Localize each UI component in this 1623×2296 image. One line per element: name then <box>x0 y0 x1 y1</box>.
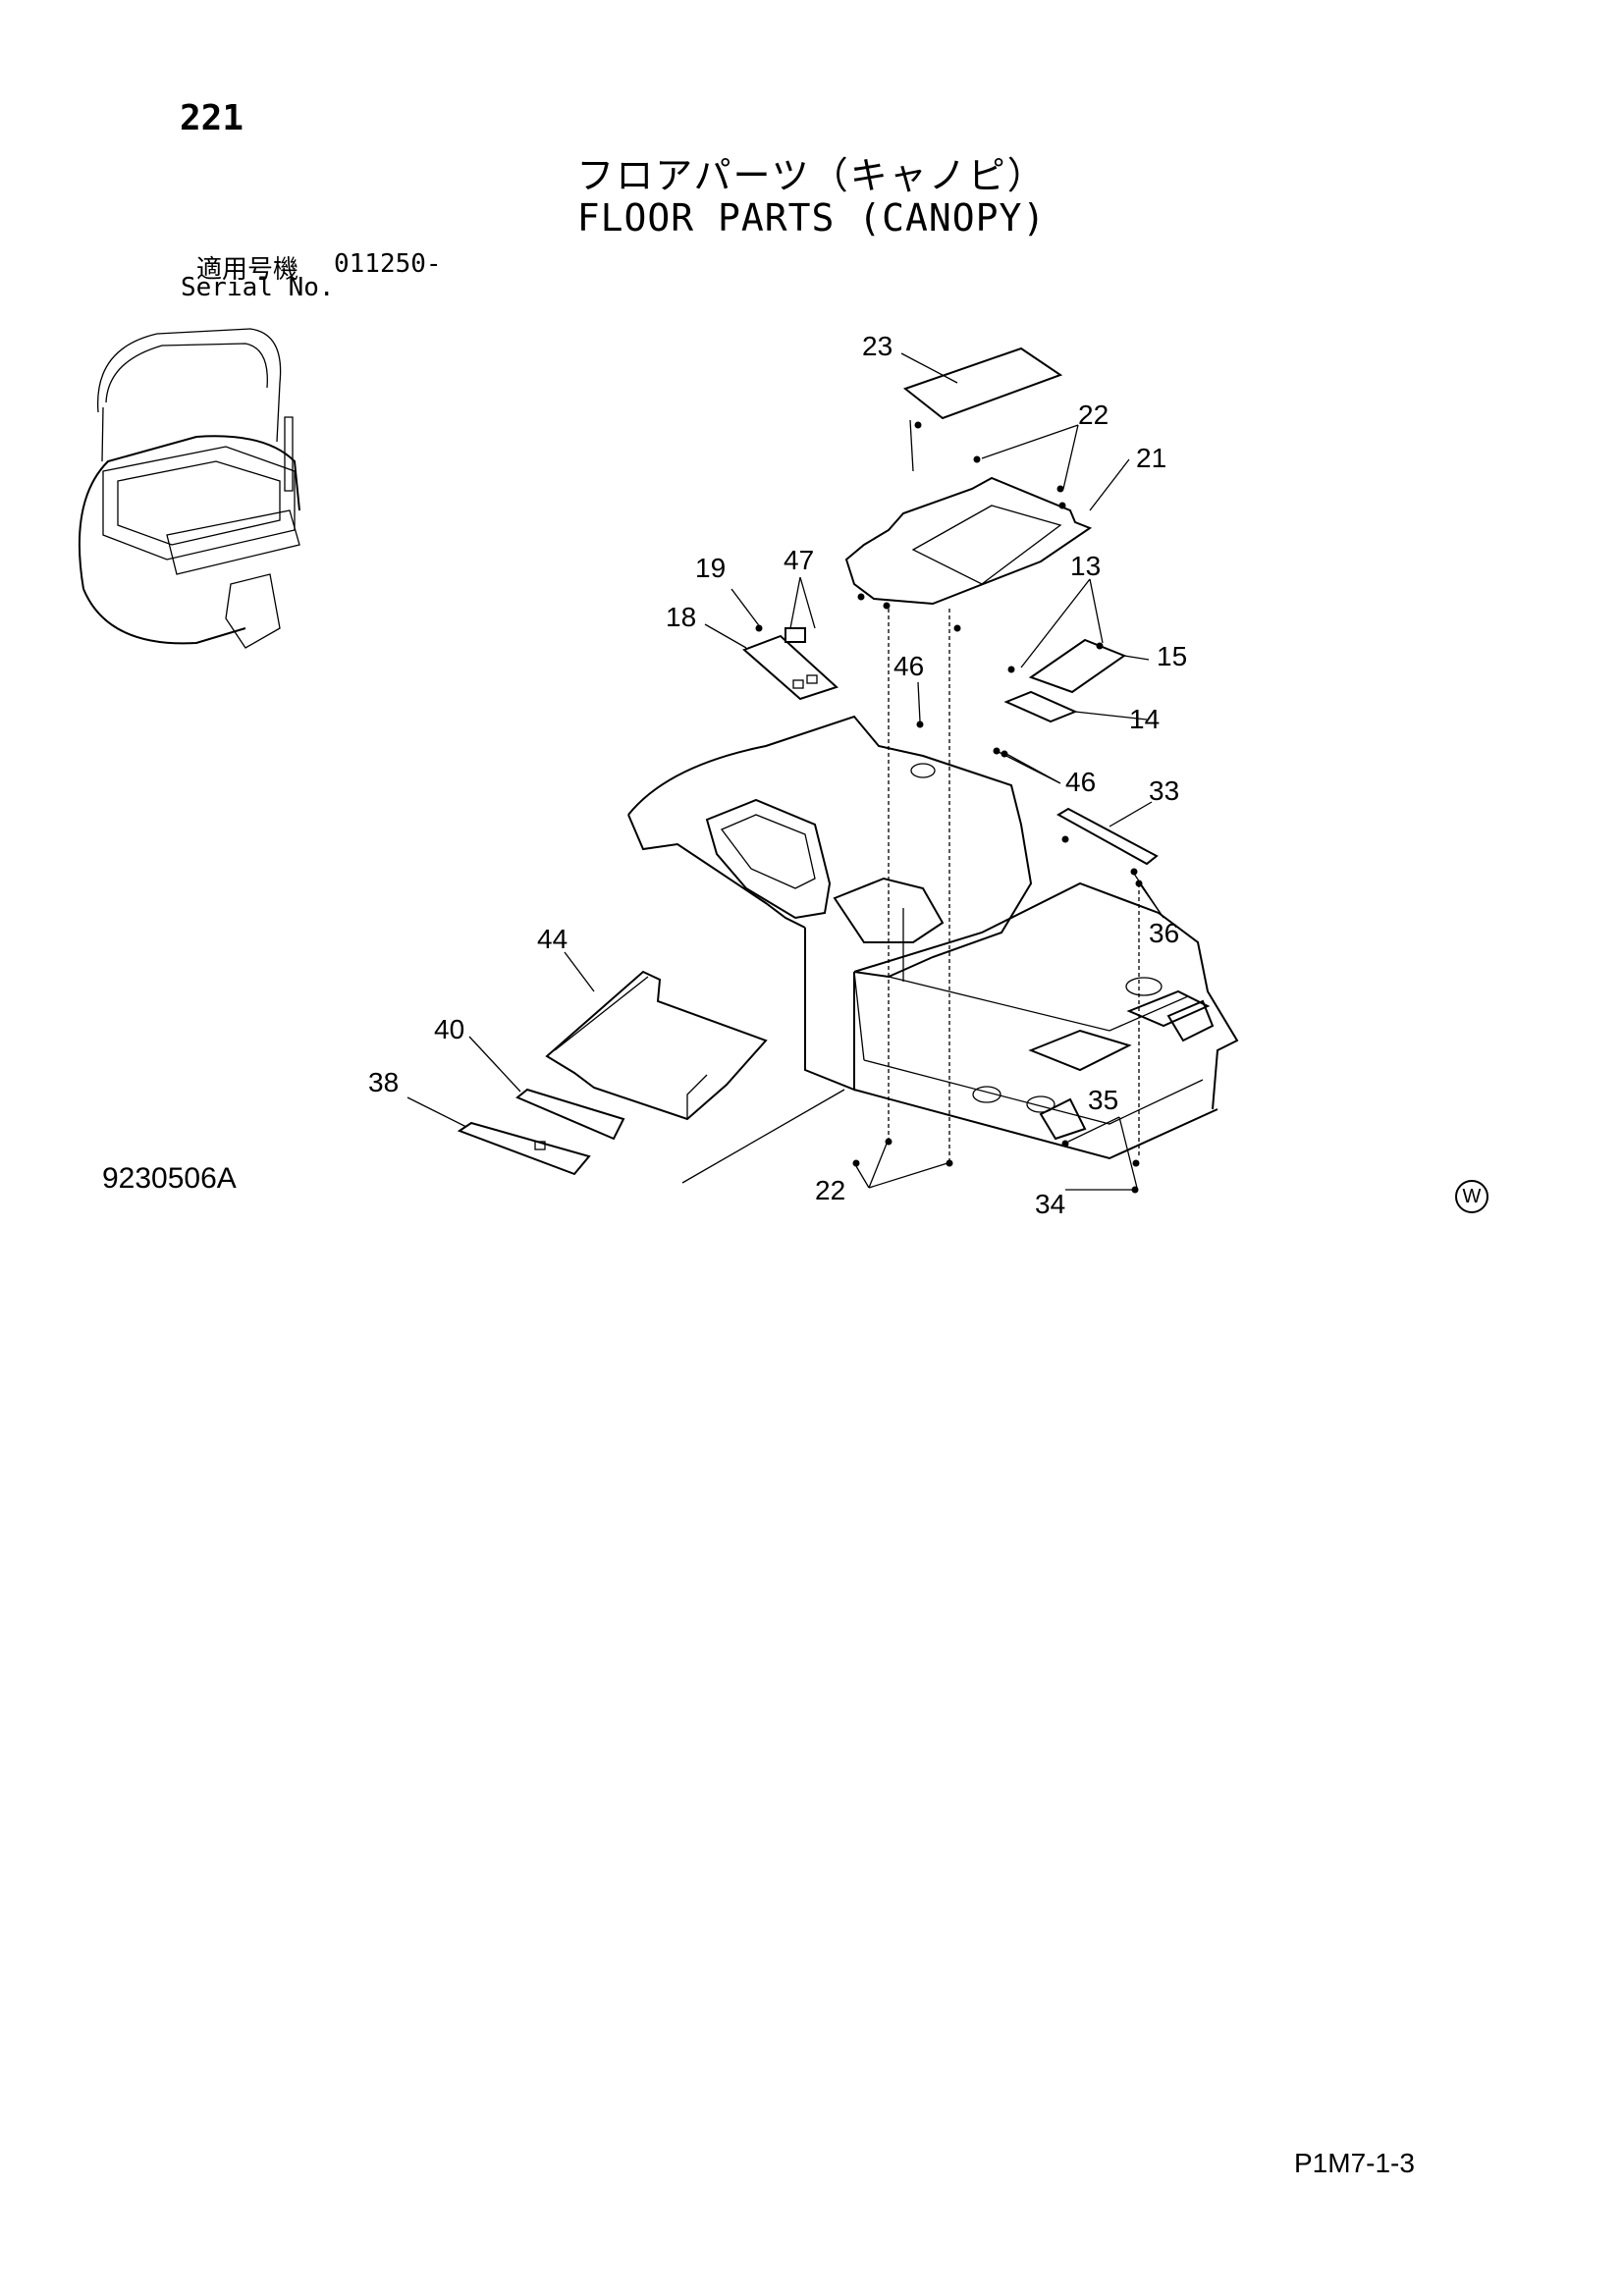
callout-47: 47 <box>784 545 814 575</box>
w-circle-mark: W <box>1455 1180 1488 1213</box>
callout-15: 15 <box>1157 641 1187 671</box>
callout-44: 44 <box>537 924 568 954</box>
callout-34: 34 <box>1035 1189 1065 1219</box>
callout-19: 19 <box>695 553 726 583</box>
part-33-strip <box>1056 807 1159 866</box>
exploded-parts-diagram: 23 22 21 19 47 18 13 46 15 14 46 33 36 4… <box>78 328 1239 1219</box>
part-21-floor-plate <box>844 476 1093 606</box>
callout-18: 18 <box>666 602 696 632</box>
part-47-small-pad <box>784 627 806 643</box>
callout-13: 13 <box>1070 551 1101 581</box>
callout-36: 36 <box>1149 918 1179 948</box>
part-40-strip <box>515 1088 625 1141</box>
part-23-cover-plate <box>902 347 1063 420</box>
callout-14: 14 <box>1129 704 1160 734</box>
callout-35: 35 <box>1088 1085 1118 1115</box>
page-number: 221 <box>180 98 244 138</box>
page-title-english: FLOOR PARTS (CANOPY) <box>576 196 1047 240</box>
callout-21: 21 <box>1136 443 1166 473</box>
callout-22-bottom: 22 <box>815 1175 845 1205</box>
page-title-japanese: フロアパーツ（キャノピ） <box>576 154 1047 197</box>
page-reference: P1M7-1-3 <box>1294 2148 1415 2178</box>
diagram-code: 9230506A <box>102 1162 237 1195</box>
callout-40: 40 <box>434 1014 464 1044</box>
callout-38: 38 <box>368 1067 399 1097</box>
callout-22-top: 22 <box>1078 400 1109 430</box>
fastener-dots <box>755 421 1143 1194</box>
part-44-bracket <box>545 970 768 1121</box>
serial-number-value: 011250- <box>334 249 442 279</box>
callout-46-lower: 46 <box>1065 767 1096 797</box>
callout-23: 23 <box>862 331 893 361</box>
part-38-strip <box>457 1121 591 1176</box>
serial-label-japanese: 適用号機 <box>196 255 299 285</box>
callout-labels: 23 22 21 19 47 18 13 46 15 14 46 33 36 4… <box>368 331 1187 1219</box>
leader-lines <box>406 352 1164 1191</box>
callout-46-upper: 46 <box>893 651 924 681</box>
part-14-plate <box>1003 690 1078 723</box>
callout-33: 33 <box>1149 775 1179 806</box>
part-15-plate <box>1028 638 1127 694</box>
serial-label-english: Serial No. <box>181 273 335 302</box>
part-18-panel <box>742 634 839 701</box>
machine-thumbnail <box>78 328 300 649</box>
main-frame <box>627 715 1239 1160</box>
